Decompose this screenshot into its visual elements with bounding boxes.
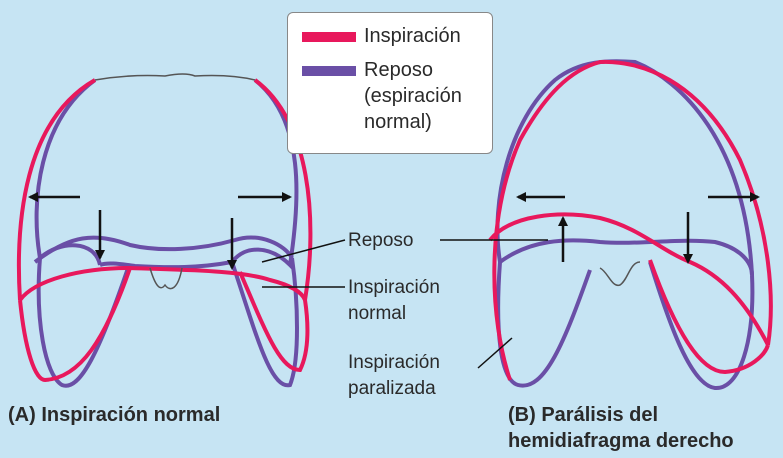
panel-a-inspiration-diaphragm bbox=[20, 268, 305, 300]
label-inspiracion-paralizada-line2: paralizada bbox=[348, 376, 436, 401]
panel-b bbox=[490, 61, 771, 388]
panel-a-top-line bbox=[95, 74, 255, 80]
legend-swatch-inspiration bbox=[302, 32, 356, 42]
caption-panel-b-line1: (B) Parálisis del bbox=[508, 402, 658, 428]
caption-panel-a: (A) Inspiración normal bbox=[8, 402, 220, 428]
legend-label-rest-line2: (espiración bbox=[364, 83, 489, 109]
legend-item-inspiration: Inspiración bbox=[302, 23, 489, 49]
label-inspiracion-normal-line1: Inspiración bbox=[348, 275, 440, 300]
panel-b-heart-notch bbox=[600, 262, 640, 285]
legend-label-rest-line1: Reposo bbox=[364, 57, 489, 83]
panel-a-inspiration-lower bbox=[20, 268, 307, 380]
panel-b-inspiration-outline bbox=[494, 62, 770, 380]
caption-panel-b-line2: hemidiafragma derecho bbox=[508, 428, 734, 454]
panel-b-inspiration-diaphragm bbox=[490, 214, 768, 345]
legend-swatch-rest bbox=[302, 66, 356, 76]
label-inspiracion-normal-line2: normal bbox=[348, 301, 406, 326]
label-reposo: Reposo bbox=[348, 228, 414, 253]
legend-item-rest: Reposo (espiración normal) bbox=[302, 57, 489, 135]
legend-label-inspiration: Inspiración bbox=[364, 23, 489, 49]
panel-a bbox=[19, 74, 311, 386]
label-inspiracion-paralizada-line1: Inspiración bbox=[348, 350, 440, 375]
legend: Inspiración Reposo (espiración normal) bbox=[287, 12, 493, 154]
legend-label-rest-line3: normal) bbox=[364, 109, 489, 135]
panel-b-rest-diaphragm bbox=[500, 240, 752, 275]
legend-label-rest: Reposo (espiración normal) bbox=[364, 57, 489, 135]
